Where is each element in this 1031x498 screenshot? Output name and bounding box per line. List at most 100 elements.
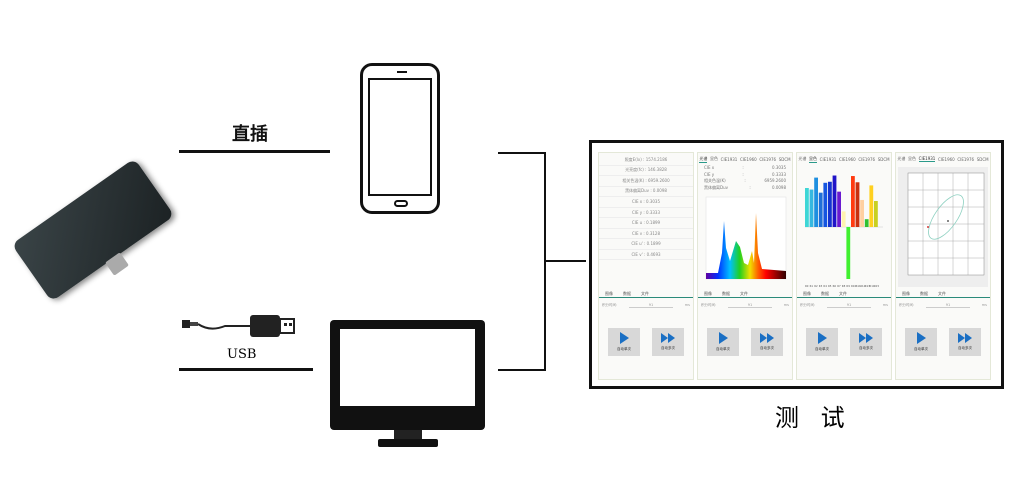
button-label: 自动单次 xyxy=(716,347,730,351)
bottom-tab[interactable]: 数据 xyxy=(920,291,928,296)
chart-tab[interactable]: CIE1960 xyxy=(740,156,757,162)
auto-multi-button[interactable]: 自动多次 xyxy=(652,328,684,356)
ri-bar xyxy=(874,201,878,227)
fast-forward-icon xyxy=(661,333,675,343)
ri-bar xyxy=(860,199,864,227)
chart-tab[interactable]: 显色 xyxy=(809,155,817,163)
auto-single-button[interactable]: 自动单次 xyxy=(608,328,640,356)
kv-row: CIE x:0.3035 xyxy=(698,165,792,172)
integration-time-field[interactable]: 积分时间: 91 ms xyxy=(800,303,888,308)
chart-tab[interactable]: CIE1931 xyxy=(720,156,738,162)
ri-label: R6 xyxy=(833,284,837,288)
ri-bar xyxy=(823,182,828,227)
chart-tab[interactable]: CIE1976 xyxy=(957,156,975,162)
chart-tab[interactable]: CIE1976 xyxy=(858,156,876,162)
ri-bar xyxy=(837,191,841,227)
ri-label: R5 xyxy=(828,284,832,288)
bottom-tabs: 图像 数据 文件 xyxy=(896,291,990,298)
bottom-tab[interactable]: 文件 xyxy=(641,291,649,296)
bottom-tab[interactable]: 数据 xyxy=(821,291,829,296)
chart-tab[interactable]: 光谱 xyxy=(897,156,906,161)
chart-tab[interactable]: 光谱 xyxy=(798,156,807,161)
ri-label: R15 xyxy=(874,284,879,288)
ri-bar xyxy=(869,185,874,227)
button-label: 自动多次 xyxy=(958,346,972,350)
kv-sep: : xyxy=(744,178,746,183)
data-row: CIE y : 0.3333 xyxy=(599,208,693,218)
integration-value[interactable]: 91 xyxy=(628,303,673,308)
play-icon xyxy=(916,332,926,344)
ri-label: R7 xyxy=(837,284,841,288)
chart-tab[interactable]: 显色 xyxy=(908,156,916,161)
kv-value: 0.0098 xyxy=(772,184,786,190)
bottom-tab[interactable]: 数据 xyxy=(722,291,730,296)
ri-bar xyxy=(855,182,860,227)
fast-forward-icon xyxy=(760,333,774,343)
ri-label: R8 xyxy=(842,284,846,288)
chart-tab[interactable]: 光谱 xyxy=(699,155,708,163)
ri-bar xyxy=(846,227,851,279)
chart-tab[interactable]: CIE1960 xyxy=(839,156,856,162)
bottom-tab[interactable]: 文件 xyxy=(740,291,748,296)
kv-key: CIE x xyxy=(704,165,715,170)
button-label: 自动多次 xyxy=(661,346,675,350)
bottom-tab[interactable]: 文件 xyxy=(938,291,946,296)
ri-label: R2 xyxy=(814,284,818,288)
integration-label: 积分时间: xyxy=(800,303,816,307)
ri-label: R14 xyxy=(869,284,874,288)
data-row: CIE u' : 0.1899 xyxy=(599,239,693,250)
kv-key: CIE y xyxy=(704,171,715,177)
usb-cable-icon xyxy=(182,315,295,337)
chart-tab[interactable]: SDCM xyxy=(778,156,791,162)
chart-tab[interactable]: SDCM xyxy=(976,156,989,162)
bottom-tab[interactable]: 图像 xyxy=(803,291,811,296)
ri-bar xyxy=(828,181,832,227)
kv-sep: : xyxy=(742,165,744,170)
chart-tab[interactable]: CIE1976 xyxy=(759,156,777,162)
data-row: 照度E(lx) : 1574.2186 xyxy=(599,155,693,166)
bottom-tab[interactable]: 文件 xyxy=(839,291,847,296)
chart-tab[interactable]: CIE1931 xyxy=(918,156,936,162)
auto-multi-button[interactable]: 自动多次 xyxy=(751,328,783,356)
bottom-tabs: 图像 数据 文件 xyxy=(698,291,792,298)
monitor-icon xyxy=(330,320,485,430)
ri-bar xyxy=(814,177,818,227)
auto-single-button[interactable]: 自动单次 xyxy=(707,328,739,356)
integration-value[interactable]: 91 xyxy=(925,303,970,308)
ri-label: R10 xyxy=(851,284,856,288)
ri-label: R11 xyxy=(856,284,861,288)
integration-unit: ms xyxy=(882,303,888,307)
usb-line xyxy=(179,368,313,371)
integration-value[interactable]: 91 xyxy=(826,303,871,308)
bottom-tabs: 图像 数据 文件 xyxy=(797,291,891,298)
usb-label: USB xyxy=(227,347,257,362)
auto-single-button[interactable]: 自动单次 xyxy=(905,328,937,356)
play-icon xyxy=(619,332,629,344)
bottom-tab[interactable]: 图像 xyxy=(704,291,712,296)
bottom-tab[interactable]: 图像 xyxy=(902,291,910,296)
data-row: CIE u : 0.1899 xyxy=(599,218,693,229)
auto-multi-button[interactable]: 自动多次 xyxy=(949,328,981,356)
chart-tab[interactable]: CIE1931 xyxy=(819,156,837,162)
chart-tab[interactable]: SDCM xyxy=(877,156,890,162)
chart-tab[interactable]: 显色 xyxy=(710,156,718,161)
auto-multi-button[interactable]: 自动多次 xyxy=(850,328,882,356)
spectrometer-device xyxy=(11,158,175,302)
chart-tab[interactable]: CIE1960 xyxy=(938,156,955,162)
bottom-tab[interactable]: 图像 xyxy=(605,291,613,296)
ri-label: R3 xyxy=(819,284,823,288)
bottom-tab[interactable]: 数据 xyxy=(623,291,631,296)
integration-label: 积分时间: xyxy=(899,303,915,307)
auto-single-button[interactable]: 自动单次 xyxy=(806,328,838,356)
data-row: CIE x : 0.3035 xyxy=(599,197,693,208)
sdcm-chart xyxy=(898,167,988,287)
integration-value[interactable]: 91 xyxy=(727,303,772,308)
